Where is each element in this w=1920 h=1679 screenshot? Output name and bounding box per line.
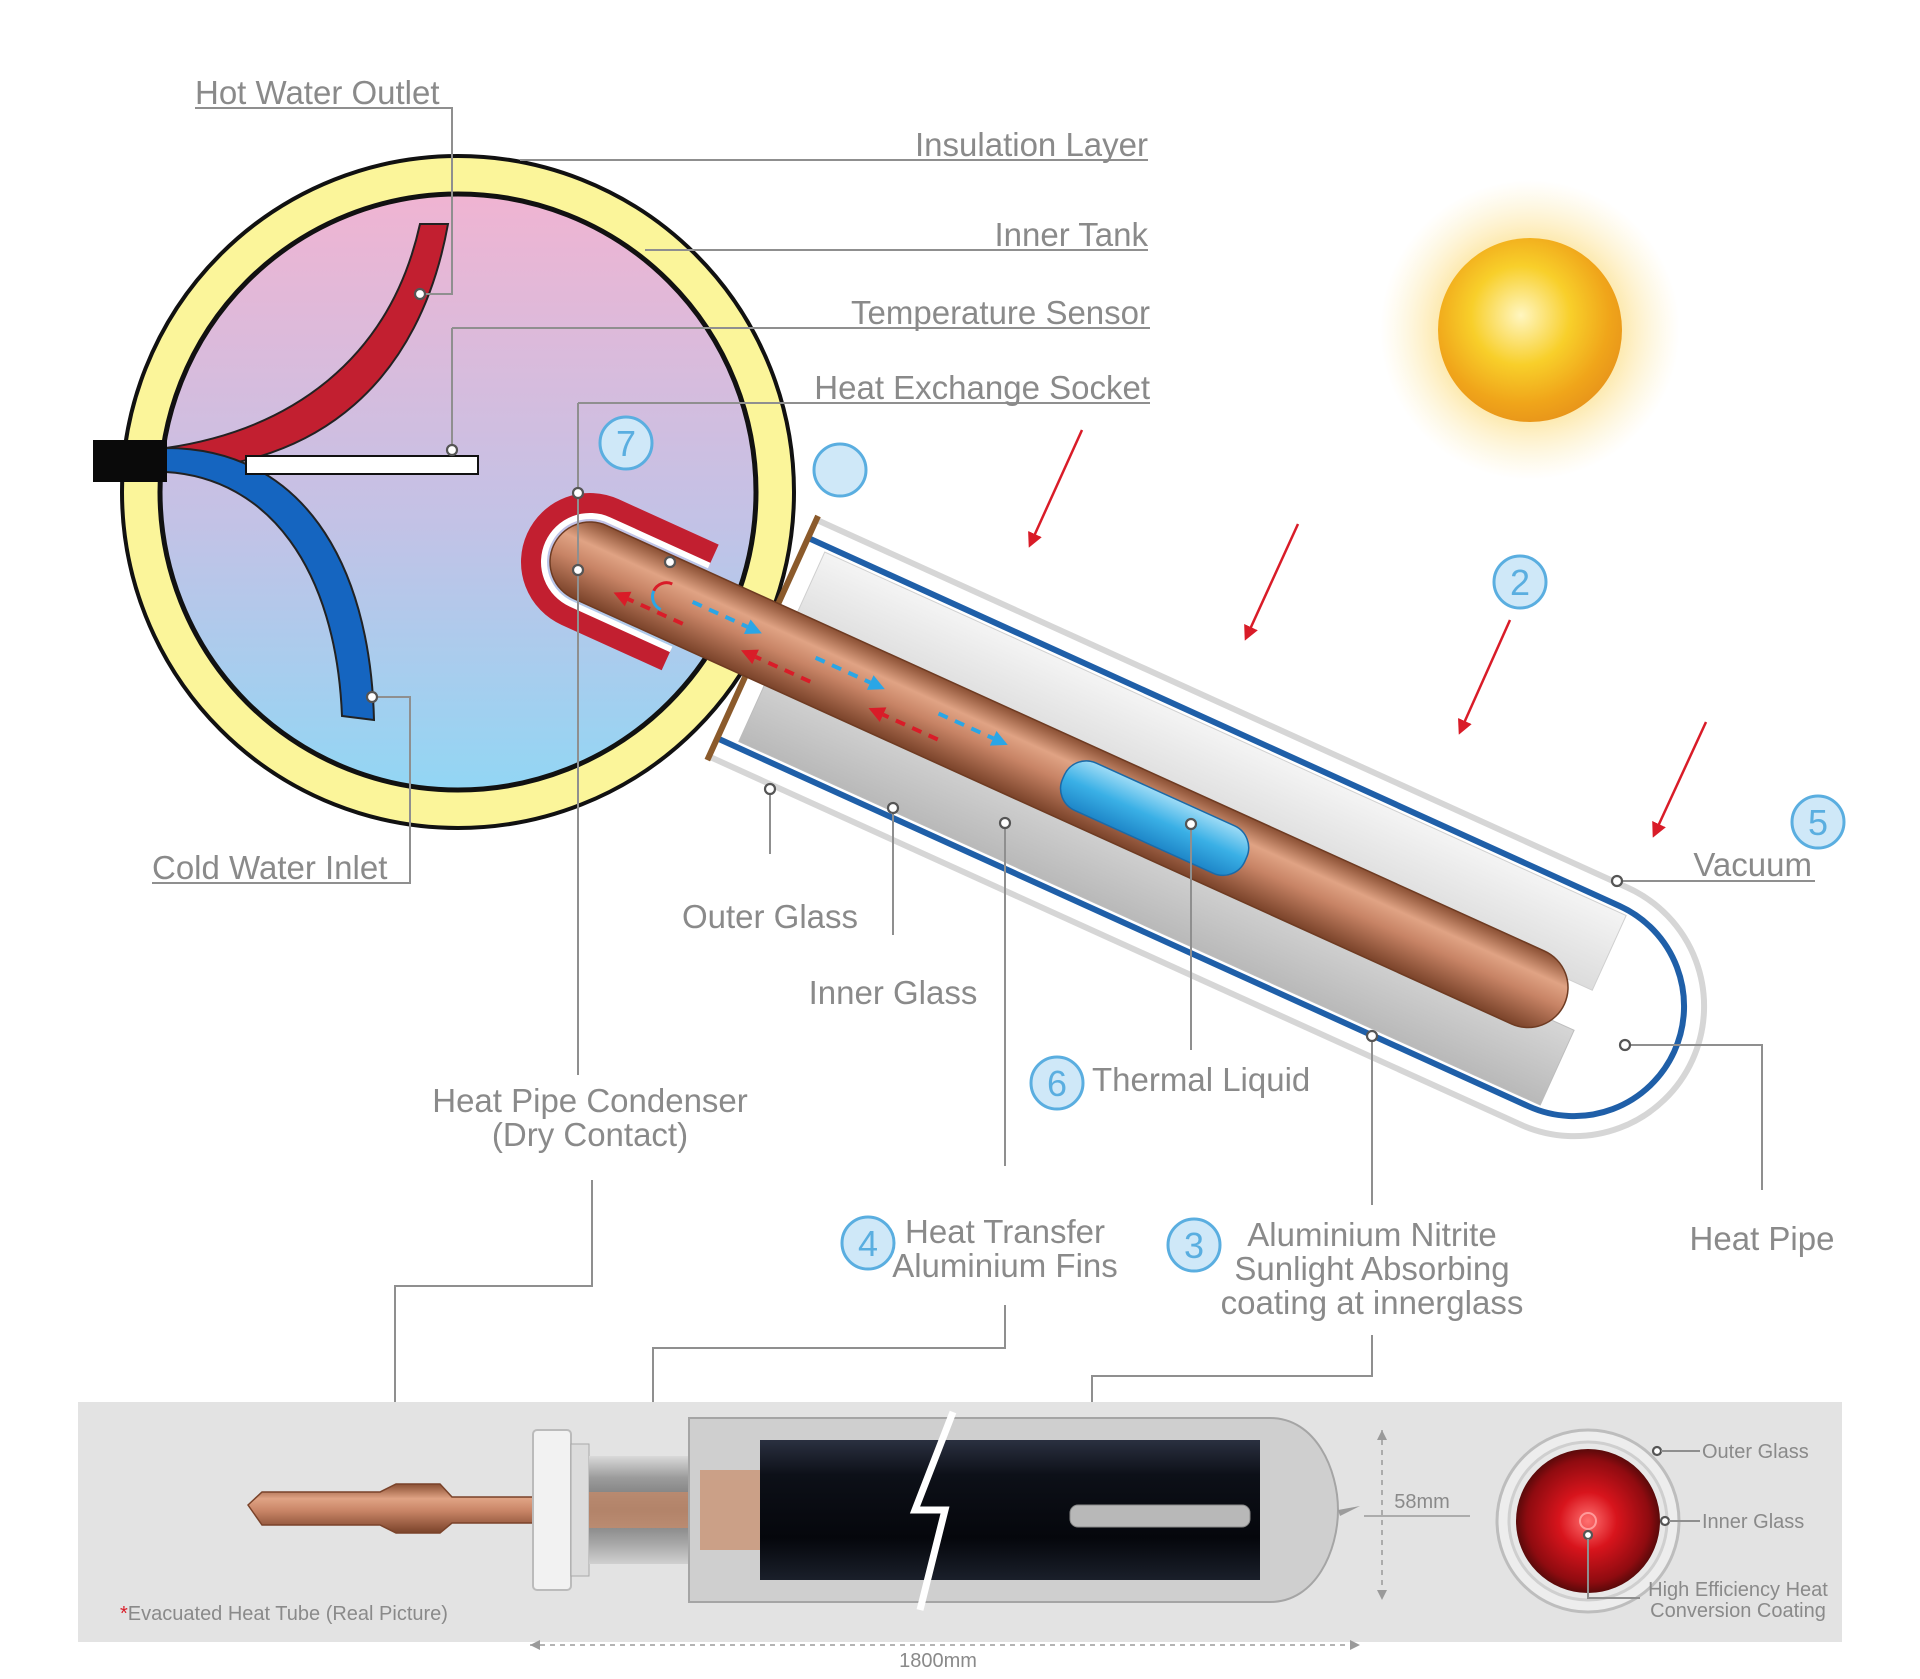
label-vacuum: Vacuum — [1693, 846, 1812, 883]
cold-water-inlet-pipe — [165, 446, 376, 722]
sunray-arrows — [1028, 429, 1708, 838]
label-outer-glass: Outer Glass — [682, 898, 858, 935]
marker-4: 5 — [1790, 794, 1846, 850]
svg-text:Outer Glass: Outer Glass — [1702, 1441, 1809, 1463]
leader-lines — [152, 107, 1815, 1490]
marker-3: 4 — [840, 1215, 896, 1271]
label-temperature-sensor: Temperature Sensor — [851, 294, 1150, 331]
heat-exchange-socket — [521, 493, 719, 671]
label-heat-transfer-fins-sub: Aluminium Fins — [892, 1247, 1118, 1284]
heat-pipe — [549, 521, 1569, 1029]
label-heat-exchange-socket: Heat Exchange Socket — [814, 369, 1150, 406]
svg-text:Conversion Coating: Conversion Coating — [1650, 1600, 1826, 1622]
label-coating-3: coating at innerglass — [1221, 1284, 1524, 1321]
svg-text:1800mm: 1800mm — [899, 1650, 977, 1672]
pipe-connector — [93, 440, 167, 482]
sunray-arrow-icon — [1458, 619, 1512, 735]
svg-text:Inner Glass: Inner Glass — [1702, 1511, 1804, 1533]
label-inner-tank: Inner Tank — [995, 216, 1149, 253]
marker-2: 3 — [1166, 1217, 1222, 1273]
svg-text:6: 6 — [1047, 1063, 1067, 1104]
temperature-sensor-probe — [245, 455, 479, 475]
svg-text:High Efficiency Heat: High Efficiency Heat — [1648, 1579, 1828, 1601]
svg-text:5: 5 — [1808, 802, 1828, 843]
photo-caption: *Evacuated Heat Tube (Real Picture) — [120, 1603, 448, 1625]
dimension-diameter: 58mm — [1364, 1430, 1470, 1600]
svg-text:2: 2 — [1510, 562, 1530, 603]
marker-7 — [812, 442, 868, 498]
label-insulation-layer: Insulation Layer — [915, 126, 1148, 163]
tube-cap — [532, 1429, 590, 1591]
label-thermal-liquid: Thermal Liquid — [1092, 1061, 1310, 1098]
sunray-arrow-icon — [1028, 429, 1084, 548]
label-heat-pipe-condenser: Heat Pipe Condenser — [432, 1082, 748, 1119]
thermal-liquid — [1059, 760, 1250, 877]
label-inner-glass: Inner Glass — [809, 974, 978, 1011]
label-hot-water-outlet: Hot Water Outlet — [195, 74, 440, 111]
marker-5: 6 — [1029, 1055, 1085, 1111]
svg-text:4: 4 — [858, 1223, 878, 1264]
storage-tank — [93, 154, 796, 830]
sunray-arrow-icon — [1244, 523, 1300, 641]
labels: Hot Water Outlet Insulation Layer Inner … — [152, 74, 1834, 1321]
hot-water-outlet-pipe — [165, 223, 450, 472]
tube-photo — [589, 1417, 1360, 1603]
svg-text:7: 7 — [616, 423, 636, 464]
svg-text:3: 3 — [1184, 1225, 1204, 1266]
sun-icon — [1380, 180, 1680, 480]
label-coating-2: Sunlight Absorbing — [1234, 1250, 1509, 1287]
label-heat-pipe-condenser-sub: (Dry Contact) — [492, 1116, 688, 1153]
label-heat-transfer-fins: Heat Transfer — [905, 1213, 1105, 1250]
dimension-length: 1800mm — [530, 1640, 1360, 1672]
number-markers: 2 3 4 5 6 7 — [598, 415, 1846, 1273]
label-coating-1: Aluminium Nitrite — [1247, 1216, 1496, 1253]
length-break-mark — [909, 1410, 957, 1611]
marker-1: 2 — [1492, 554, 1548, 610]
label-heat-pipe: Heat Pipe — [1690, 1220, 1835, 1257]
leader-dots — [365, 287, 1632, 1052]
sunray-arrow-icon — [1652, 721, 1708, 838]
photo-panel: 1800mm 58mm Outer Glass Inner Glass High… — [78, 1402, 1842, 1672]
marker-6: 7 — [598, 415, 654, 471]
cross-section: Outer Glass Inner Glass High Efficiency … — [1495, 1428, 1828, 1622]
svg-text:58mm: 58mm — [1394, 1491, 1450, 1513]
label-cold-water-inlet: Cold Water Inlet — [152, 849, 387, 886]
